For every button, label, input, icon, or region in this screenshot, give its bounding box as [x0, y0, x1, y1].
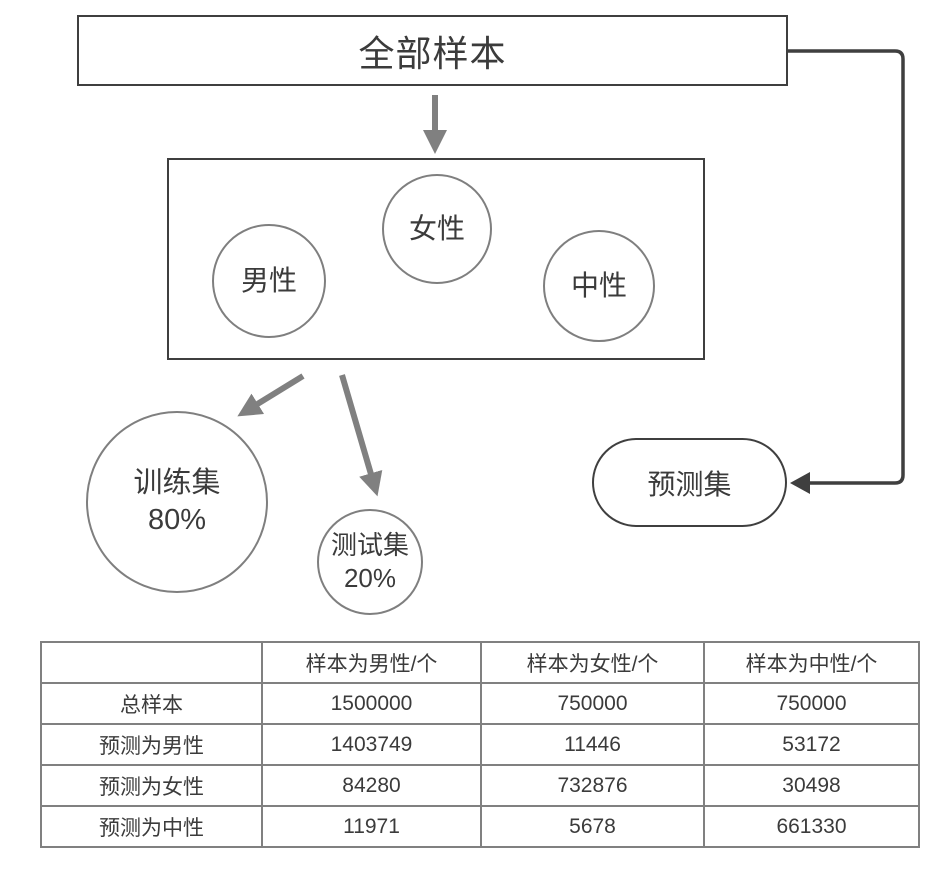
- table-cell: 750000: [480, 682, 705, 725]
- table-row-total: 总样本 1500000 750000 750000: [40, 682, 920, 725]
- training-set-percent: 80%: [147, 504, 207, 536]
- arrow-to-test-set: [339, 374, 383, 497]
- training-set-circle: 训练集 80%: [86, 411, 268, 593]
- test-set-label: 测试集: [330, 529, 409, 560]
- results-table-wrap: 样本为男性/个 样本为女性/个 样本为中性/个 总样本 1500000 7500…: [40, 641, 920, 848]
- table-row-label: 预测为女性: [40, 764, 263, 807]
- table-header-cell-male: 样本为男性/个: [261, 641, 482, 684]
- table-cell: 30498: [703, 764, 920, 807]
- female-label: 女性: [408, 213, 465, 245]
- table-cell: 1500000: [261, 682, 482, 725]
- table-cell: 11971: [261, 805, 482, 848]
- all-samples-box: 全部样本: [77, 15, 788, 86]
- neutral-circle: 中性: [543, 230, 655, 342]
- table-row-pred-male: 预测为男性 1403749 11446 53172: [40, 723, 920, 766]
- table-cell: 661330: [703, 805, 920, 848]
- table-cell: 1403749: [261, 723, 482, 766]
- table-cell: 84280: [261, 764, 482, 807]
- training-set-label: 训练集: [133, 466, 221, 499]
- table-header-cell-neutral: 样本为中性/个: [703, 641, 920, 684]
- table-row-pred-female: 预测为女性 84280 732876 30498: [40, 764, 920, 807]
- results-table: 样本为男性/个 样本为女性/个 样本为中性/个 总样本 1500000 7500…: [40, 641, 920, 848]
- table-cell: 5678: [480, 805, 705, 848]
- connector-top-to-prediction-set: [788, 49, 905, 494]
- prediction-set-box: 预测集: [592, 438, 787, 527]
- table-header-cell-female: 样本为女性/个: [480, 641, 705, 684]
- test-set-percent: 20%: [343, 563, 397, 593]
- male-label: 男性: [240, 265, 297, 297]
- female-circle: 女性: [382, 174, 492, 284]
- table-header-row: 样本为男性/个 样本为女性/个 样本为中性/个: [40, 641, 920, 684]
- table-cell: 53172: [703, 723, 920, 766]
- prediction-set-label: 预测集: [647, 468, 732, 500]
- table-cell: 11446: [480, 723, 705, 766]
- table-row-pred-neutral: 预测为中性 11971 5678 661330: [40, 805, 920, 848]
- table-row-label: 预测为中性: [40, 805, 263, 848]
- neutral-label: 中性: [570, 270, 627, 302]
- table-cell: 732876: [480, 764, 705, 807]
- table-row-label: 预测为男性: [40, 723, 263, 766]
- table-cell: 750000: [703, 682, 920, 725]
- table-row-label: 总样本: [40, 682, 263, 725]
- all-samples-label: 全部样本: [358, 32, 507, 74]
- male-circle: 男性: [212, 224, 326, 338]
- table-header-cell-empty: [40, 641, 263, 684]
- test-set-circle: 测试集 20%: [317, 509, 423, 615]
- arrow-to-training-set: [237, 373, 305, 417]
